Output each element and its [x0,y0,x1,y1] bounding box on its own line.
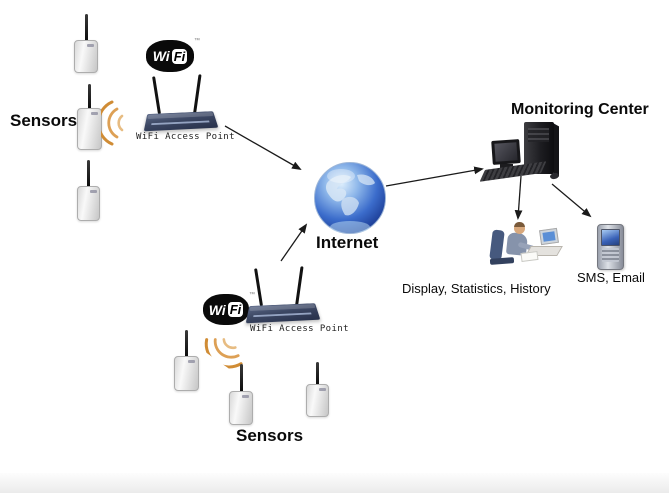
sensor-body [174,356,199,391]
sensor-body [77,108,102,150]
computer-monitor [491,139,521,165]
desktop-computer-icon [479,118,574,184]
sensor-body [74,40,98,73]
wifi-logo-wi: Wi [208,301,226,318]
phone-keypad [602,248,619,262]
sensor-antenna [87,160,90,186]
ap-antenna [295,266,304,307]
sensor-antenna [84,14,88,40]
wifi-logo-icon: Wi Fi ™ [146,38,200,72]
computer-keyboard [479,161,547,182]
sensor-icon [229,364,253,425]
sms-email-label: SMS, Email [577,270,645,285]
wifi-logo-fi: Fi [227,302,244,317]
operator-at-desk-icon [488,221,563,273]
sensor-body [306,384,329,417]
phone-screen [601,229,620,246]
sensor-icon [306,362,329,417]
ap-antenna [193,74,202,115]
sensors-top-label: Sensors [10,111,78,130]
sensor-icon [77,160,100,221]
trademark-symbol: ™ [194,38,200,44]
sensors-bottom-label: Sensors [236,426,304,445]
sensor-body [77,186,100,221]
sensor-icon [174,330,199,391]
arrow-monitoring-center-to-phone [551,183,592,218]
arrow-internet-to-monitoring-center [385,166,484,187]
wifi-logo-wi: Wi [152,48,170,64]
sensor-antenna [239,364,243,391]
sensor-antenna [88,84,91,108]
chair-back [489,229,505,261]
wifi-logo-fi: Fi [171,48,188,64]
computer-mouse [549,172,560,180]
display-statistics-history-label: Display, Statistics, History [402,281,551,296]
internet-globe-icon [314,162,386,234]
internet-label: Internet [316,233,379,252]
sensor-icon [77,84,102,150]
arrow-ap-top-to-internet [224,125,302,170]
ap-body [143,111,219,132]
sensor-antenna [316,362,319,384]
operator-hair [514,222,525,227]
sensor-icon [74,14,98,73]
wifi-access-point-icon [143,74,219,132]
bottom-shade [0,473,669,493]
sensor-antenna [185,330,188,356]
trademark-symbol: ™ [249,292,255,298]
wifi-logo-icon: Wi Fi ™ [203,292,255,325]
ap-bottom-label: WiFi Access Point [250,324,349,334]
mobile-phone-icon [597,224,624,270]
papers [520,250,539,263]
monitoring-center-label: Monitoring Center [511,101,649,118]
operator-head [514,223,525,234]
ap-top-label: WiFi Access Point [136,132,235,142]
sensor-body [229,391,253,425]
wifi-signal-waves-icon [101,100,124,146]
wifi-access-point-icon [245,266,321,324]
ap-antenna [152,76,161,115]
laptop-screen [539,227,559,246]
ap-body [245,303,321,324]
arrow-ap-bottom-to-internet [280,223,308,262]
chair-base [489,257,515,265]
ap-antenna [254,268,263,307]
